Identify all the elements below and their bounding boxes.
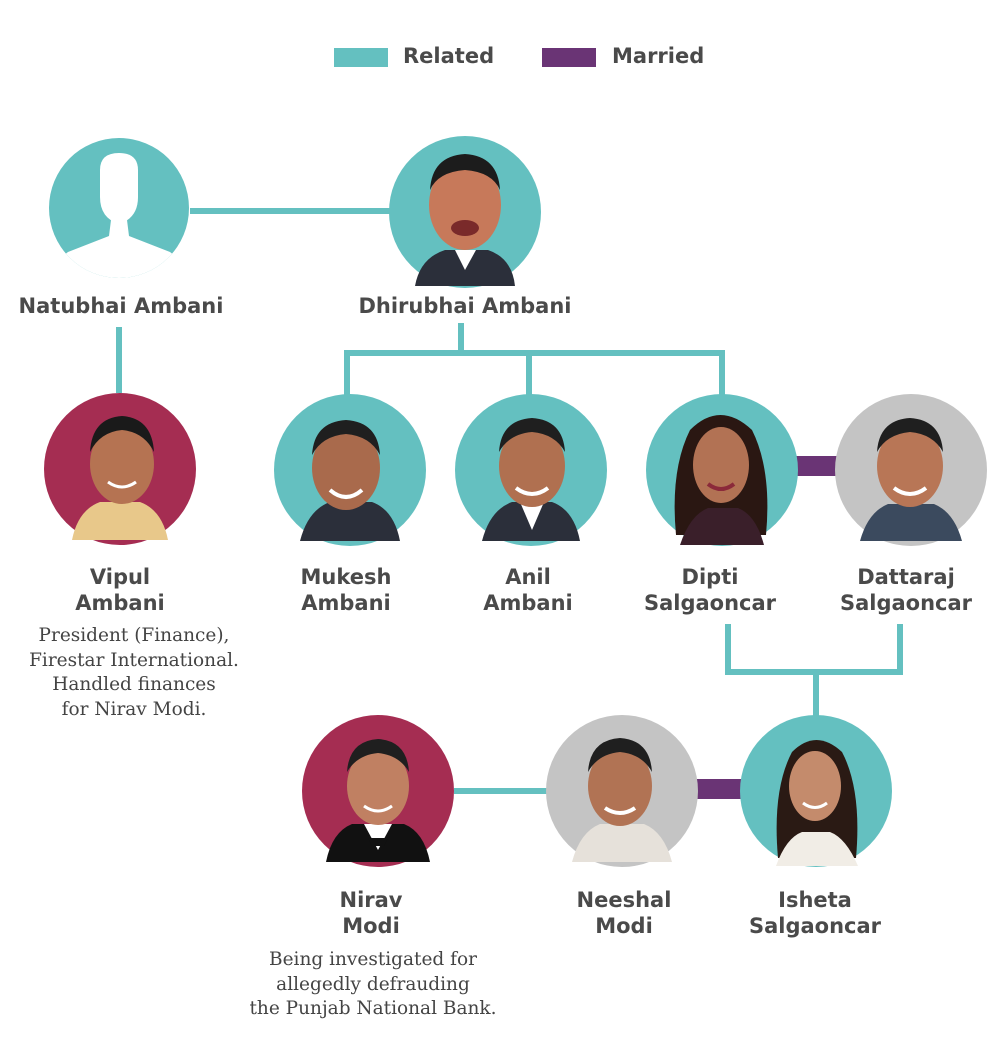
person-name-dipti: Dipti Salgaoncar bbox=[630, 564, 790, 616]
avatar-nirav bbox=[302, 715, 454, 867]
person-name-dattaraj: Dattaraj Salgaoncar bbox=[826, 564, 986, 616]
person-name-dhirubhai: Dhirubhai Ambani bbox=[335, 293, 595, 319]
person-name-vipul: Vipul Ambani bbox=[40, 564, 200, 616]
person-name-neeshal: Neeshal Modi bbox=[544, 887, 704, 939]
person-name-natubhai: Natubhai Ambani bbox=[0, 293, 242, 319]
person-name-anil: Anil Ambani bbox=[448, 564, 608, 616]
avatar-dattaraj bbox=[835, 394, 987, 546]
person-description-vipul: President (Finance), Firestar Internatio… bbox=[0, 624, 268, 722]
avatar-vipul bbox=[44, 393, 196, 545]
person-name-nirav: Nirav Modi bbox=[291, 887, 451, 939]
avatar-natubhai bbox=[49, 138, 189, 285]
avatar-anil bbox=[455, 394, 607, 546]
person-name-isheta: Isheta Salgaoncar bbox=[735, 887, 895, 939]
person-name-mukesh: Mukesh Ambani bbox=[266, 564, 426, 616]
avatar-dhirubhai bbox=[389, 136, 541, 288]
avatar-mukesh bbox=[274, 394, 426, 546]
person-description-nirav: Being investigated for allegedly defraud… bbox=[230, 948, 516, 1022]
avatar-dipti bbox=[646, 394, 798, 546]
avatar-isheta bbox=[740, 715, 892, 867]
avatar-neeshal bbox=[546, 715, 698, 867]
